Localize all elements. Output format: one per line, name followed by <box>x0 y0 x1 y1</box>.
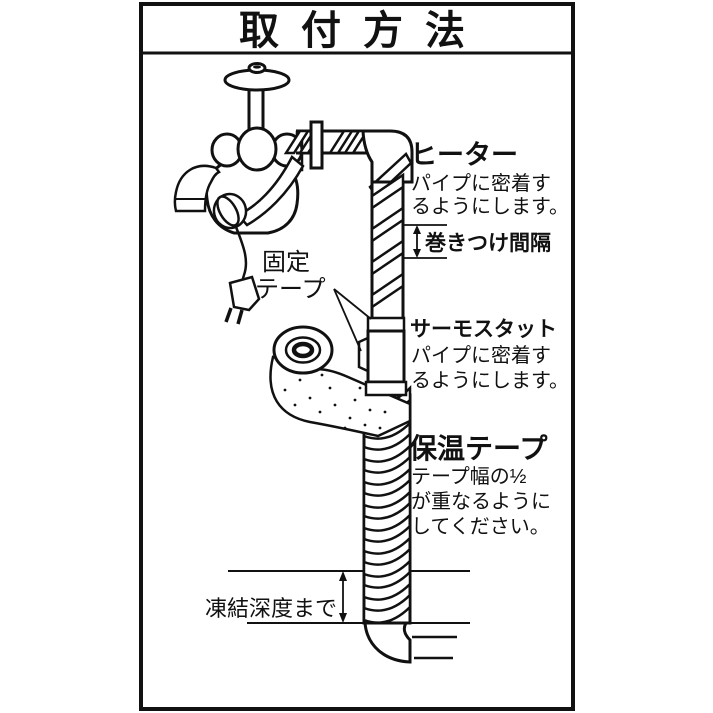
fixing-tape-label-line2: テープ <box>255 276 326 303</box>
cord-strap <box>235 155 305 227</box>
plug-prong <box>224 307 233 323</box>
tape-strip-dots <box>283 373 387 430</box>
wrap-interval-dimension <box>404 224 447 259</box>
handle-stem <box>247 84 265 133</box>
bonnet-center-lobe <box>236 126 278 172</box>
thermostat-assembly <box>333 288 408 397</box>
heater-label: ヒーター <box>410 140 518 170</box>
power-plug <box>228 275 261 312</box>
thermostat-block <box>366 329 406 384</box>
underground-pipe <box>412 635 457 660</box>
page-title: 取付方法 <box>239 9 487 53</box>
tape-strip <box>269 355 412 438</box>
wall-pipe <box>283 120 375 170</box>
fixing-tape-band-top <box>366 316 406 333</box>
freeze-depth-label: 凍結深度まで <box>205 596 337 621</box>
insulation-note-line3: してください。 <box>411 516 550 538</box>
fixing-tape-band-bottom <box>364 380 408 397</box>
diagram-frame <box>139 2 575 711</box>
power-cord <box>212 155 305 325</box>
tape-roll-assembly <box>269 325 412 438</box>
thermostat-note-line1: パイプに密着す <box>411 344 551 367</box>
heater-note-line1: パイプに密着す <box>411 172 551 195</box>
heater-spiral <box>370 172 405 310</box>
thermostat-note-line2: るようにします。 <box>411 370 569 392</box>
wrap-interval-label: 巻きつけ間隔 <box>424 231 551 255</box>
insulation-note-line2: が重なるように <box>411 490 551 513</box>
insulation-tape-label: 保温テープ <box>409 433 548 464</box>
plug-prong <box>236 309 244 325</box>
fixing-tape-label-line1: 固定 <box>262 249 310 276</box>
freeze-depth-dimension <box>339 571 347 623</box>
pipe-flange <box>309 120 324 170</box>
bottom-elbow <box>363 621 412 664</box>
fixing-tape-pointer-lines <box>333 288 372 352</box>
heater-note-line2: るようにします。 <box>411 196 569 218</box>
heater-pipe-section <box>361 129 414 324</box>
ground-lines <box>228 570 470 624</box>
faucet-spout <box>173 164 221 213</box>
insulation-note-line1: テープ幅の½ <box>411 465 527 488</box>
thermostat-label: サーモスタット <box>410 318 557 341</box>
